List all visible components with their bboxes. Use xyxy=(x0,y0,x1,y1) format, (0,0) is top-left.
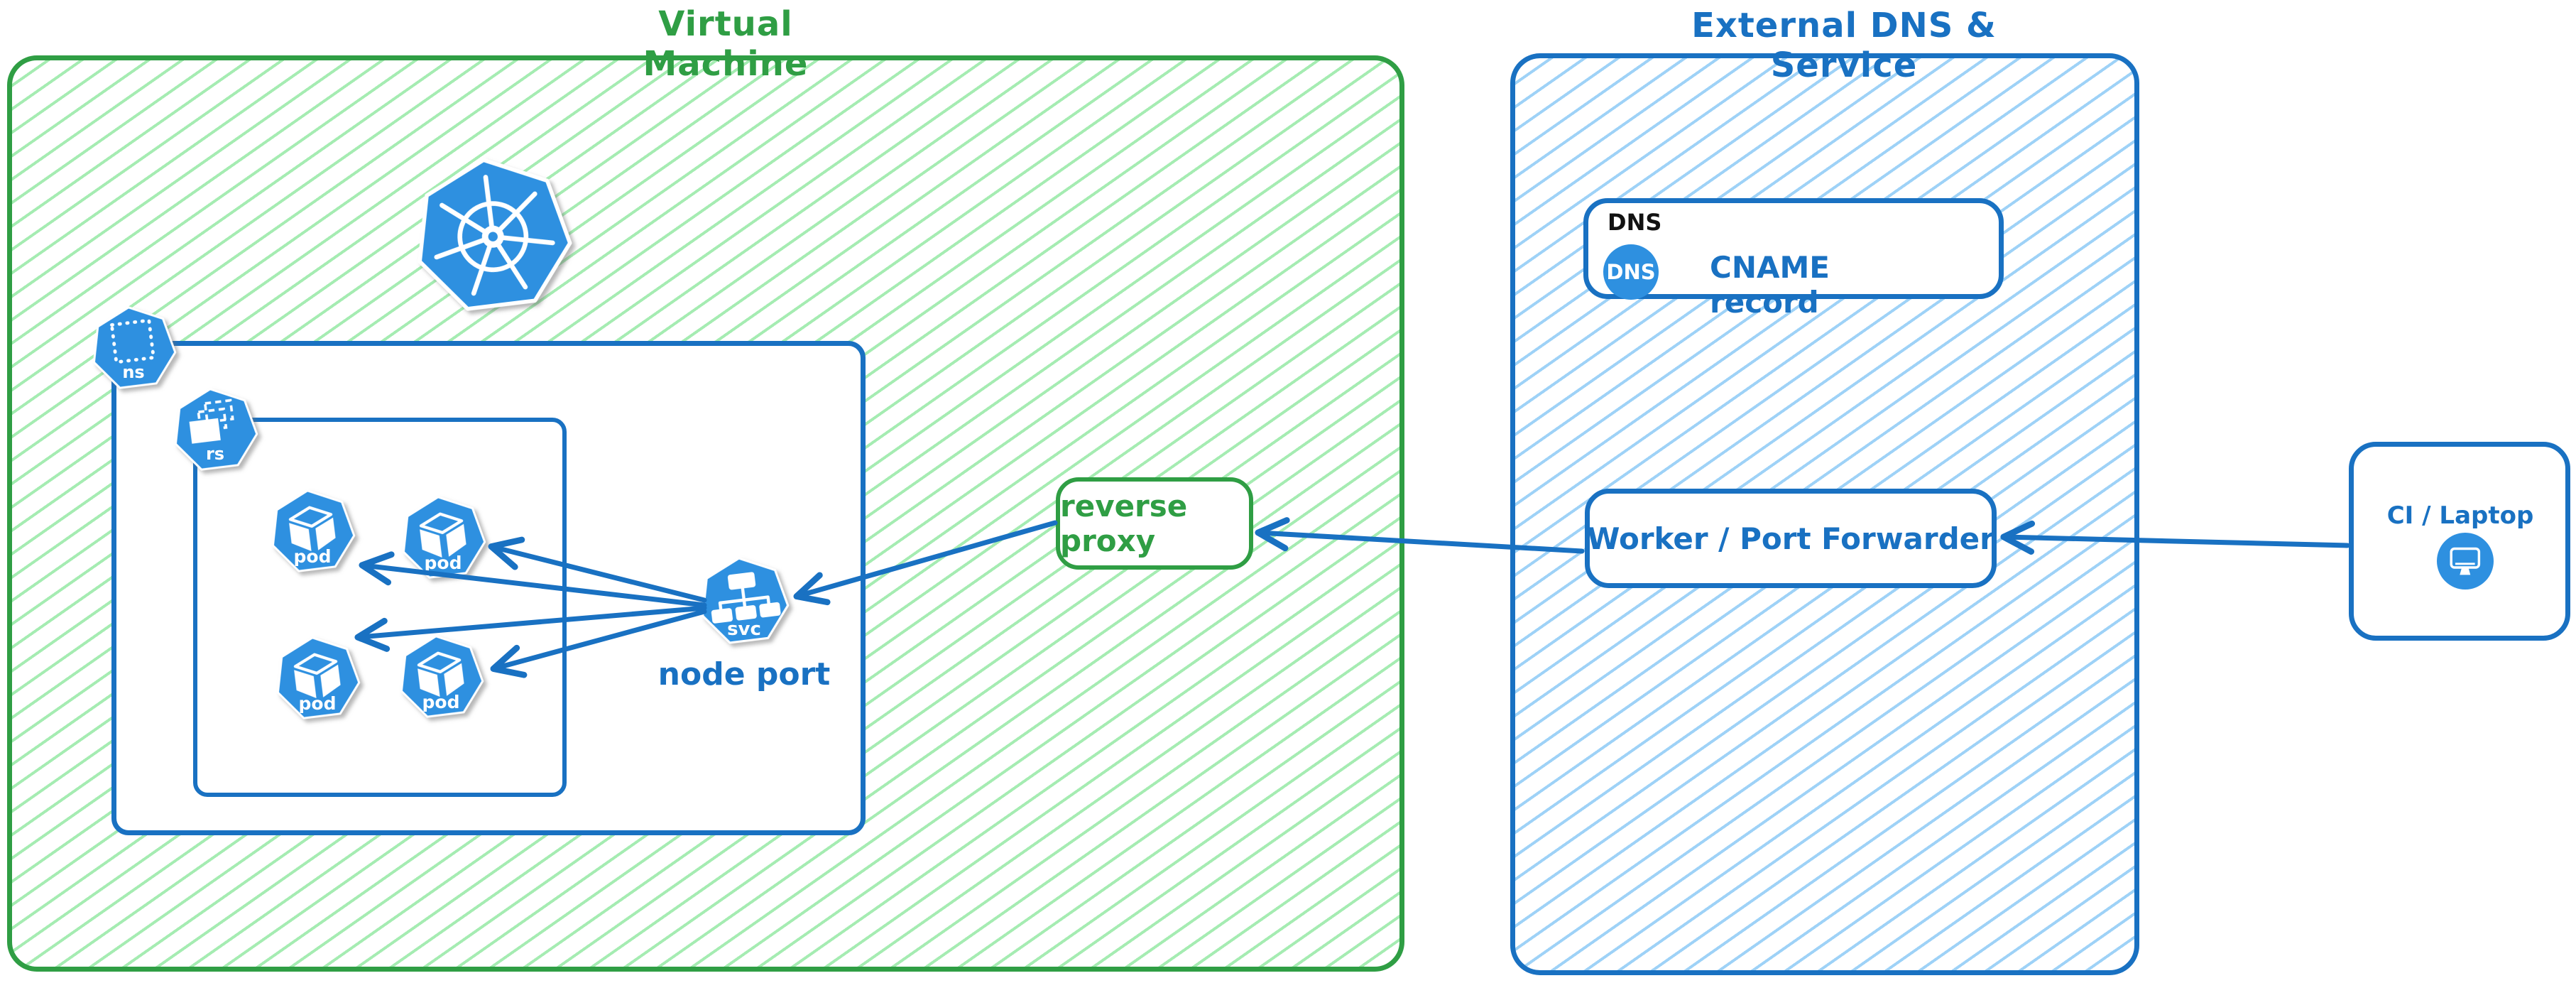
namespace-icon: ns xyxy=(91,305,177,391)
pod-icon: pod xyxy=(398,634,484,719)
worker-port-forwarder-box: Worker / Port Forwarder xyxy=(1585,489,1997,588)
pod-icon: pod xyxy=(270,489,356,574)
node-port-service-icon: svc xyxy=(699,556,790,646)
dns-badge-icon: DNS xyxy=(1603,244,1659,300)
pod-icon: pod xyxy=(275,636,361,721)
pod-icon: pod xyxy=(400,495,486,580)
monitor-icon xyxy=(2437,533,2494,590)
replicaset-box xyxy=(193,418,567,797)
dns-frame-label: DNS xyxy=(1608,209,1662,236)
external-dns-title: External DNS & Service xyxy=(1691,6,1997,85)
reverse-proxy-box: reverse proxy xyxy=(1056,477,1253,570)
node-port-caption: node port xyxy=(657,656,831,693)
cname-record-label: CNAME record xyxy=(1710,250,1830,320)
worker-port-forwarder-label: Worker / Port Forwarder xyxy=(1587,521,1994,556)
kubernetes-logo-icon xyxy=(414,156,572,314)
reverse-proxy-label: reverse proxy xyxy=(1060,489,1188,558)
ci-laptop-label: CI / Laptop xyxy=(2386,501,2534,530)
dns-badge-label: DNS xyxy=(1606,260,1656,284)
replicaset-icon: rs xyxy=(173,387,258,472)
virtual-machine-title: Virtual Machine xyxy=(643,4,809,84)
